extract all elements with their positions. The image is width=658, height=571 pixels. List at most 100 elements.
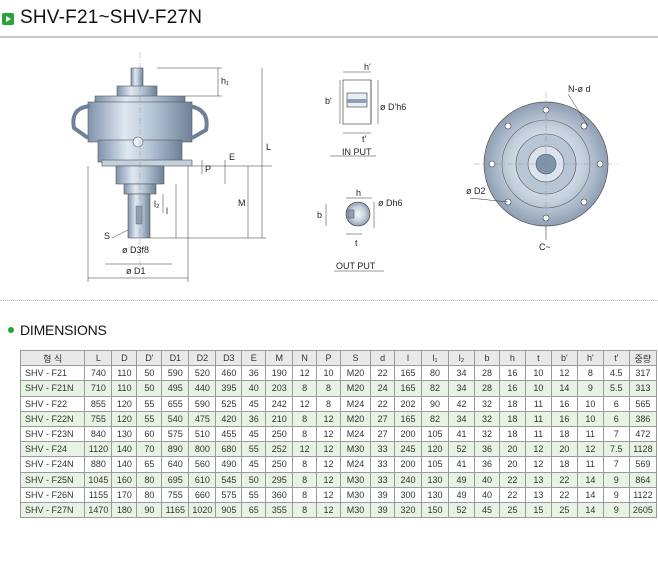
label-h: h — [356, 188, 361, 198]
table-cell: 475 — [188, 410, 217, 427]
label-in-put: IN PUT — [342, 147, 372, 157]
table-cell: 740 — [84, 365, 113, 382]
label-S: S — [104, 231, 110, 241]
table-cell: 120 — [111, 395, 138, 412]
model-cell: SHV - F25N — [19, 471, 86, 488]
table-cell: 28 — [474, 380, 500, 397]
dimensions-title: DIMENSIONS — [20, 322, 107, 338]
gearbox-side-view — [71, 52, 209, 268]
table-cell: 510 — [188, 425, 217, 443]
label-D-prime: ø D'h6 — [380, 102, 406, 112]
table-cell: 50 — [241, 471, 267, 488]
table-cell: 545 — [215, 471, 243, 488]
page-title: SHV-F21~SHV-F27N — [20, 7, 203, 28]
play-bullet-icon — [2, 13, 14, 25]
table-cell: 7 — [602, 456, 630, 473]
label-E: E — [229, 152, 235, 162]
table-cell: 40 — [474, 471, 500, 488]
table-cell: 55 — [136, 410, 163, 427]
table-cell: 50 — [136, 365, 163, 382]
table-cell: 2605 — [628, 501, 658, 519]
column-header: l₁ — [421, 349, 450, 367]
table-cell: 590 — [188, 395, 217, 412]
table-cell: 8 — [292, 380, 318, 397]
column-header: M — [265, 349, 294, 367]
table-cell: 245 — [394, 441, 423, 458]
table-cell: 355 — [265, 501, 294, 519]
table-cell: 1470 — [84, 501, 113, 519]
table-cell: 60 — [136, 425, 163, 443]
table-cell: 655 — [161, 395, 190, 412]
table-cell: 10 — [524, 380, 552, 397]
table-cell: 7 — [602, 425, 630, 443]
table-cell: 55 — [136, 395, 163, 412]
page-header: SHV-F21~SHV-F27N — [0, 6, 658, 38]
table-cell: 10 — [524, 365, 552, 382]
table-cell: 9 — [602, 471, 630, 488]
table-cell: 1165 — [161, 501, 190, 519]
table-cell: 22 — [550, 486, 578, 503]
table-cell: M24 — [339, 425, 372, 443]
label-l2: l₂ — [154, 199, 160, 209]
table-cell: 150 — [421, 501, 450, 519]
label-h-prime: h' — [364, 62, 371, 72]
column-header: D3 — [215, 349, 243, 367]
column-header: t — [524, 349, 552, 367]
column-header: D — [111, 349, 138, 367]
table-cell: 855 — [84, 395, 113, 412]
technical-drawing: h₁ L E P M l l₂ S ø D3f8 ø D1 h' b' ø D'… — [0, 38, 658, 290]
model-cell: SHV - F21N — [19, 380, 86, 397]
label-t-prime: t' — [362, 134, 367, 144]
label-D3: ø D3f8 — [122, 245, 149, 255]
table-cell: 40 — [474, 486, 500, 503]
table-cell: 80 — [136, 486, 163, 503]
table-cell: 755 — [161, 486, 190, 503]
table-cell: 8 — [292, 471, 318, 488]
table-cell: 610 — [188, 471, 217, 488]
table-cell: 317 — [628, 365, 658, 382]
table-cell: 640 — [161, 456, 190, 473]
table-cell: 575 — [215, 486, 243, 503]
model-cell: SHV - F22N — [19, 410, 86, 427]
column-header: b — [474, 349, 500, 367]
section-divider — [0, 300, 658, 301]
table-cell: 386 — [628, 410, 658, 427]
table-cell: 82 — [421, 410, 450, 427]
column-header: l₂ — [448, 349, 476, 367]
table-cell: 420 — [215, 410, 243, 427]
model-cell: SHV - F27N — [19, 501, 86, 519]
table-cell: 13 — [524, 486, 552, 503]
table-cell: 22 — [550, 471, 578, 488]
table-cell: 12 — [576, 441, 604, 458]
table-cell: 130 — [421, 471, 450, 488]
table-cell: 10 — [576, 395, 604, 412]
table-cell: 8 — [292, 501, 318, 519]
table-cell: 36 — [474, 456, 500, 473]
column-header: d — [370, 349, 396, 367]
table-cell: 110 — [111, 365, 138, 382]
table-cell: 11 — [524, 410, 552, 427]
table-cell: 36 — [241, 410, 267, 427]
table-cell: 36 — [474, 441, 500, 458]
table-cell: 8 — [576, 365, 604, 382]
table-cell: M20 — [339, 380, 372, 397]
table-cell: 8 — [292, 425, 318, 443]
table-cell: 39 — [370, 501, 396, 519]
model-cell: SHV - F24N — [19, 456, 86, 473]
table-cell: 540 — [161, 410, 190, 427]
column-header: 중량 — [628, 349, 658, 367]
table-cell: 460 — [215, 365, 243, 382]
table-cell: 160 — [111, 471, 138, 488]
table-cell: 14 — [550, 380, 578, 397]
table-cell: 130 — [111, 425, 138, 443]
column-header: D1 — [161, 349, 190, 367]
table-cell: 590 — [161, 365, 190, 382]
table-cell: 130 — [421, 486, 450, 503]
table-cell: 45 — [474, 501, 500, 519]
table-cell: 45 — [241, 395, 267, 412]
table-cell: 165 — [394, 365, 423, 382]
table-cell: 12 — [524, 441, 552, 458]
table-cell: 165 — [394, 380, 423, 397]
